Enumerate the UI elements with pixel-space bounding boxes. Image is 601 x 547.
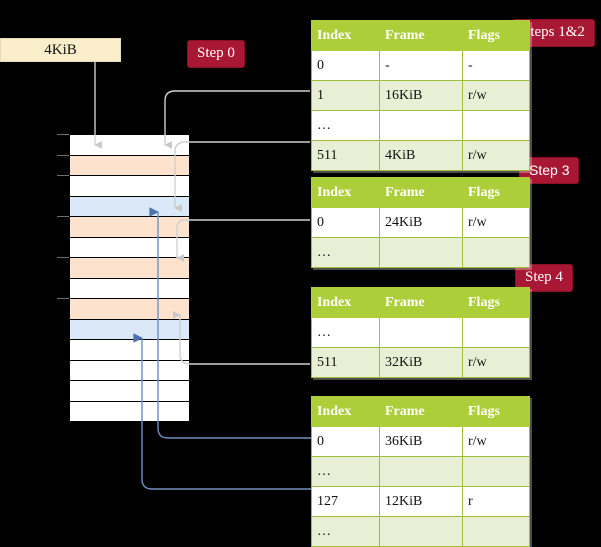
cell-frame: 16KiB [379, 80, 463, 111]
memory-frame-tick-8 [57, 298, 69, 299]
step-label-step4: Step 4 [516, 265, 572, 291]
cell-index: … [311, 237, 380, 268]
column-header-frame: Frame [379, 20, 463, 51]
cell-index: 1 [311, 80, 380, 111]
table-row: … [311, 516, 530, 547]
cell-flags [462, 317, 530, 348]
cell-flags: r/w [462, 207, 530, 238]
connector-wires [94, 50, 312, 490]
cell-flags: r [462, 486, 530, 517]
column-header-flags: Flags [462, 177, 530, 208]
cell-flags: r/w [462, 80, 530, 111]
cell-index: … [311, 516, 380, 547]
page-box-label: 4KiB [44, 41, 77, 58]
table-row: … [311, 317, 530, 348]
column-header-index: Index [311, 20, 380, 51]
cell-index: … [311, 317, 380, 348]
table-row: … [311, 456, 530, 487]
column-header-flags: Flags [462, 396, 530, 427]
cell-frame: 36KiB [379, 426, 463, 457]
cell-index: 511 [311, 347, 380, 378]
cell-index: … [311, 456, 380, 487]
column-header-index: Index [311, 396, 380, 427]
page-box-4kib: 4KiB [0, 38, 121, 62]
cell-flags: r/w [462, 426, 530, 457]
diagram-canvas: 4KiB Step 0 Steps 1&2 Step 3 Step 4 Inde… [0, 20, 594, 547]
cell-index: 127 [311, 486, 380, 517]
memory-frame-tick-6 [57, 257, 69, 258]
memory-frame-13 [69, 400, 190, 422]
memory-frame-tick-1 [57, 154, 69, 156]
memory-frame-tick-0 [57, 134, 69, 135]
cell-flags: r/w [462, 140, 530, 171]
column-header-frame: Frame [379, 396, 463, 427]
table-row: … [311, 237, 530, 268]
cell-frame: 12KiB [379, 486, 463, 517]
column-header-flags: Flags [462, 20, 530, 51]
cell-flags [462, 110, 530, 141]
cell-index: … [311, 110, 380, 141]
column-header-index: Index [311, 287, 380, 318]
memory-frame-tick-2 [57, 175, 69, 176]
cell-frame [379, 237, 463, 268]
cell-flags [462, 237, 530, 268]
cell-frame: - [379, 50, 463, 81]
memory-frame-tick-4 [57, 216, 69, 217]
cell-flags [462, 516, 530, 547]
table-row: … [311, 110, 530, 141]
cell-index: 0 [311, 426, 380, 457]
column-header-flags: Flags [462, 287, 530, 318]
cell-flags: - [462, 50, 530, 81]
cell-flags: r/w [462, 347, 530, 378]
cell-flags [462, 456, 530, 487]
cell-index: 0 [311, 207, 380, 238]
cell-frame [379, 317, 463, 348]
cell-frame [379, 110, 463, 141]
cell-frame: 32KiB [379, 347, 463, 378]
table-row: 0-- [311, 50, 530, 81]
column-header-frame: Frame [379, 177, 463, 208]
physical-memory-column [57, 134, 190, 422]
cell-index: 511 [311, 140, 380, 171]
column-header-frame: Frame [379, 287, 463, 318]
cell-frame [379, 516, 463, 547]
cell-frame: 24KiB [379, 207, 463, 238]
step-label-step0: Step 0 [188, 41, 244, 67]
cell-frame: 4KiB [379, 140, 463, 171]
column-header-index: Index [311, 177, 380, 208]
cell-index: 0 [311, 50, 380, 81]
cell-frame [379, 456, 463, 487]
